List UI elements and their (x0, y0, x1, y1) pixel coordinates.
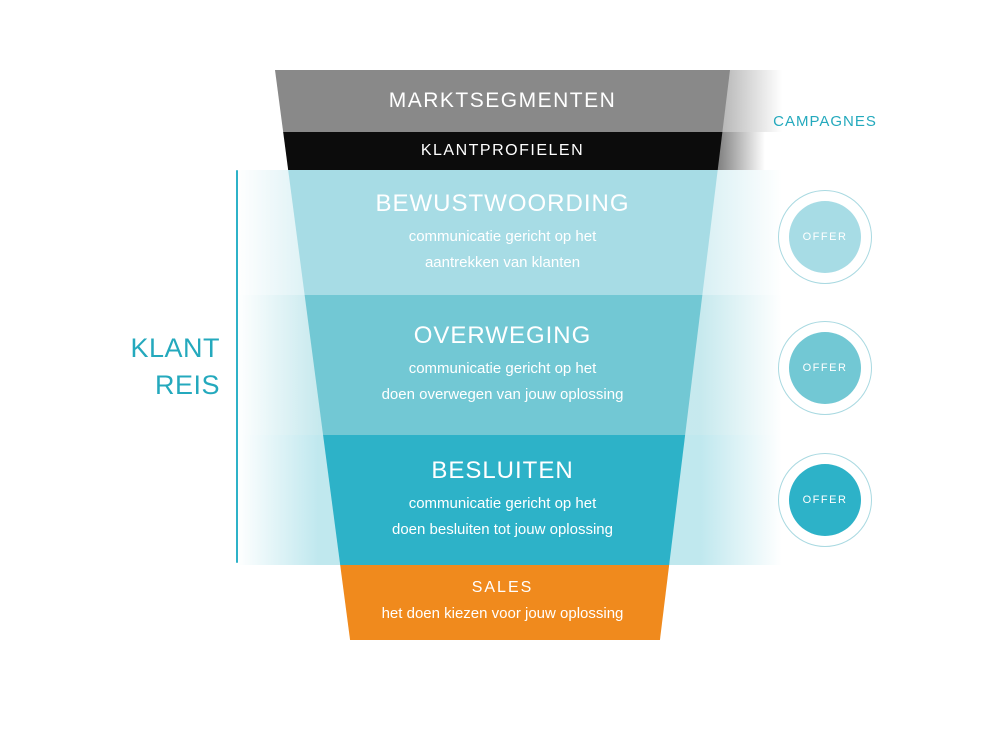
customer-journey-label: KLANT REIS (100, 330, 220, 404)
campaigns-header: CAMPAGNES (773, 113, 877, 130)
stage-subtitle: communicatie gericht op het (408, 227, 597, 245)
stage-title: BESLUITEN (431, 457, 574, 484)
offer-label: OFFER (789, 332, 861, 404)
offer-circle-awareness: OFFER (778, 190, 872, 284)
stage-title: KLANTPROFIELEN (420, 142, 585, 159)
stage-subtitle: het doen kiezen voor jouw oplossing (381, 604, 624, 622)
funnel-stage-klantprofielen: KLANTPROFIELEN (275, 132, 730, 170)
funnel-stage-marktsegmenten: MARKTSEGMENTEN (275, 70, 730, 132)
customer-journey-line1: KLANT (130, 333, 220, 363)
stage-subtitle: aantrekken van klanten (424, 253, 581, 271)
journey-bracket-line (236, 170, 238, 563)
funnel-stage-overweging: OVERWEGING communicatie gericht op het d… (275, 295, 730, 435)
stage-title: SALES (471, 578, 534, 596)
stage-subtitle: doen overwegen van jouw oplossing (381, 386, 624, 403)
stage-subtitle: communicatie gericht op het (408, 360, 597, 377)
offer-label: OFFER (789, 464, 861, 536)
stage-subtitle: communicatie gericht op het (408, 495, 597, 512)
offer-label: OFFER (789, 201, 861, 273)
funnel: MARKTSEGMENTEN KLANTPROFIELEN BEWUSTWOOR… (275, 70, 730, 640)
funnel-stage-besluiten: BESLUITEN communicatie gericht op het do… (275, 435, 730, 565)
funnel-stage-sales: SALES het doen kiezen voor jouw oplossin… (275, 565, 730, 640)
offer-circle-decision: OFFER (778, 453, 872, 547)
offer-circle-consideration: OFFER (778, 321, 872, 415)
customer-journey-line2: REIS (154, 370, 220, 400)
stage-title: OVERWEGING (413, 322, 592, 349)
stage-title: BEWUSTWOORDING (375, 189, 630, 217)
stage-subtitle: doen besluiten tot jouw oplossing (392, 521, 613, 538)
stage-title: MARKTSEGMENTEN (388, 89, 617, 112)
funnel-stage-bewustwoording: BEWUSTWOORDING communicatie gericht op h… (275, 170, 730, 295)
